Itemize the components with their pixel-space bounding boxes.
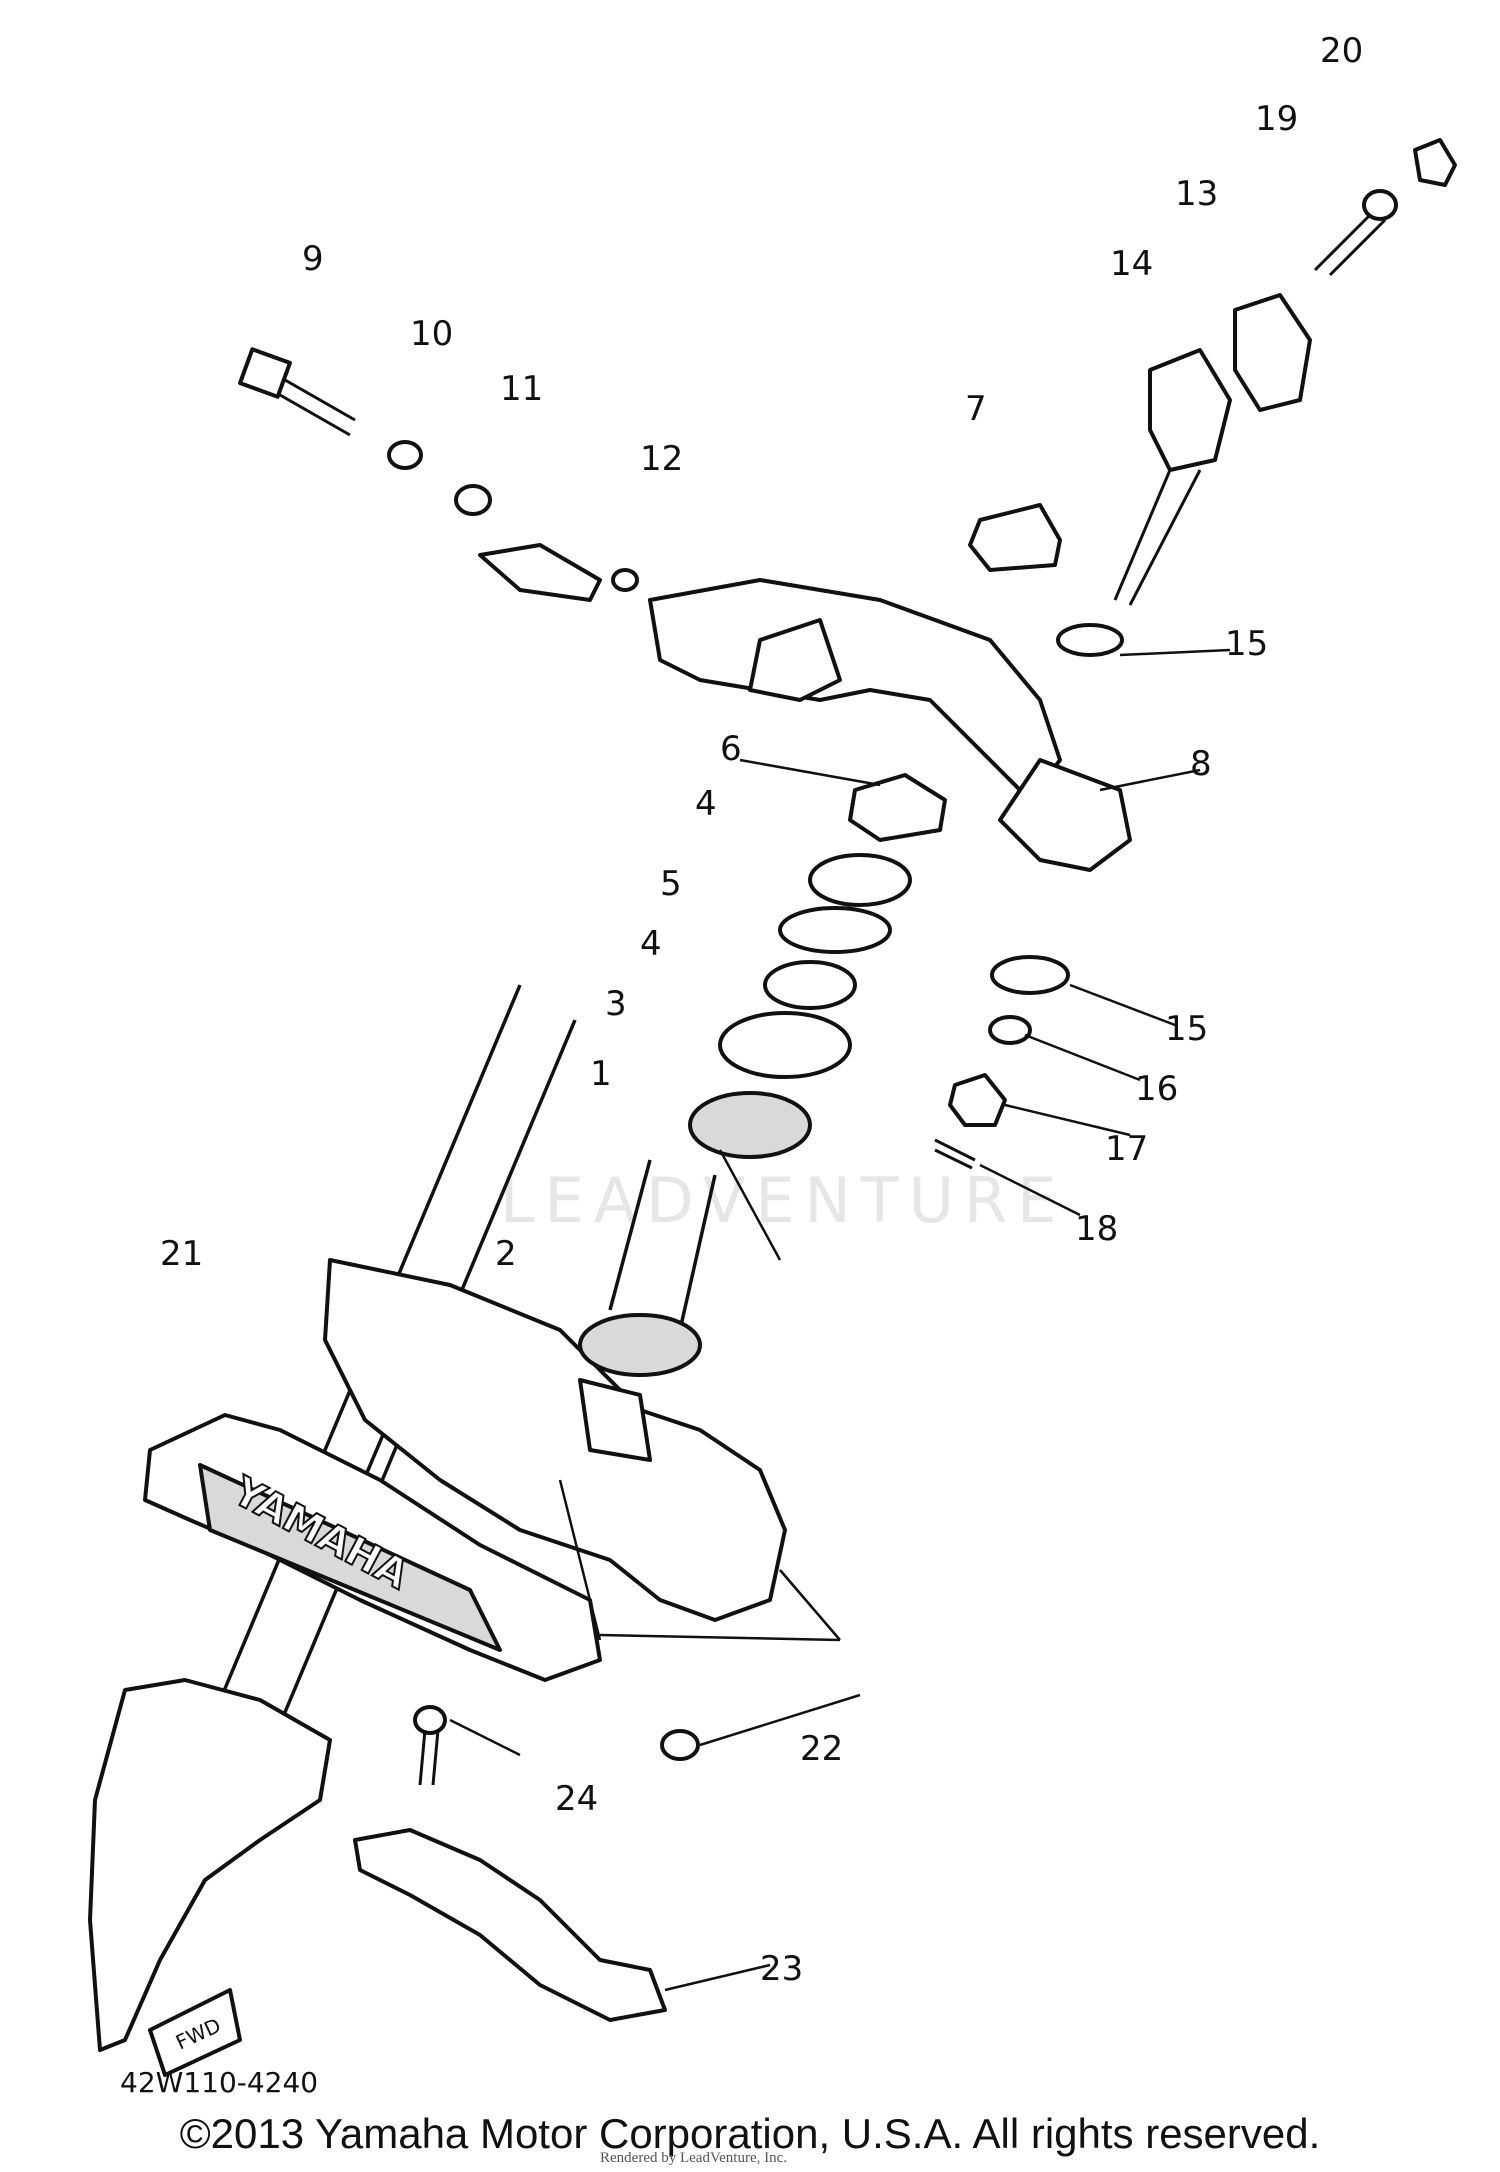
callout-labels: 1 2 3 4 4 5 6 7 8 9 10 11 12 13 14 15 15… <box>160 31 1363 1989</box>
cable-clip <box>478 543 602 602</box>
copyright-notice: ©2013 Yamaha Motor Corporation, U.S.A. A… <box>179 2110 1321 2157</box>
washer-upper <box>1056 623 1124 657</box>
steering-stem <box>578 1378 652 1462</box>
callout-10: 10 <box>410 314 453 354</box>
pinch-bolt <box>238 347 356 437</box>
plain-washer <box>454 484 492 516</box>
callout-5: 5 <box>660 864 682 904</box>
bearing-cover <box>718 1011 852 1079</box>
handlebar-holder <box>1148 348 1232 472</box>
holder-nut <box>1413 138 1457 187</box>
fwd-arrow-icon: FWD <box>148 1988 242 2077</box>
callout-17: 17 <box>1105 1129 1148 1169</box>
watermark: LEADVENTURE <box>500 1164 1066 1237</box>
guard-bolt <box>660 1729 700 1761</box>
callout-4b: 4 <box>640 924 662 964</box>
callout-9: 9 <box>302 239 324 279</box>
callout-13: 13 <box>1175 174 1218 214</box>
callout-3: 3 <box>605 984 627 1024</box>
ring-nut-lower <box>763 960 857 1010</box>
callout-7: 7 <box>965 389 987 429</box>
callout-8: 8 <box>1190 744 1212 784</box>
callout-11: 11 <box>500 369 543 409</box>
upper-bracket-clamp-right <box>998 758 1132 872</box>
clip-ring <box>611 568 639 592</box>
callout-1: 1 <box>590 1054 612 1094</box>
callout-14: 14 <box>1110 244 1153 284</box>
callout-16: 16 <box>1135 1069 1178 1109</box>
holder-bolt <box>1313 189 1398 277</box>
washer-lower <box>990 955 1070 995</box>
ring-nut-upper <box>808 853 912 907</box>
lock-washer-tabbed <box>848 773 947 842</box>
callout-15a: 15 <box>1225 624 1268 664</box>
brake-hose-bolt <box>413 1705 447 1786</box>
callout-6: 6 <box>720 729 742 769</box>
upper-bracket <box>648 578 1062 802</box>
lower-fork-body <box>88 1678 332 2052</box>
fork-guard: YAMAHA <box>143 1413 602 1682</box>
holder-cap <box>1233 293 1312 412</box>
callout-20: 20 <box>1320 31 1363 71</box>
callout-2: 2 <box>495 1234 517 1274</box>
stem-nut-cap <box>968 503 1062 572</box>
rubber-washer <box>778 906 892 954</box>
callout-23: 23 <box>760 1949 803 1989</box>
upper-bracket-clamp-left <box>748 618 842 702</box>
render-credit: Rendered by LeadVenture, Inc. <box>600 2150 788 2166</box>
callout-21: 21 <box>160 1234 203 1274</box>
callout-24: 24 <box>555 1779 598 1819</box>
spring-washer <box>988 1015 1032 1045</box>
hose-guide-bracket <box>353 1828 667 2022</box>
callout-15b: 15 <box>1165 1009 1208 1049</box>
callout-19: 19 <box>1255 99 1298 139</box>
cotter-pin <box>934 1138 976 1170</box>
leader-lines <box>449 648 1231 1992</box>
diagram-code: 42W110-4240 <box>120 2066 318 2099</box>
under-bracket <box>323 1258 787 1622</box>
upper-bearing <box>688 1091 812 1159</box>
clamp-nut <box>948 1073 1007 1127</box>
callout-12: 12 <box>640 439 683 479</box>
callout-4a: 4 <box>695 784 717 824</box>
callout-22: 22 <box>800 1729 843 1769</box>
lower-bearing <box>578 1313 702 1377</box>
lock-washer <box>387 440 423 470</box>
callout-18: 18 <box>1075 1209 1118 1249</box>
